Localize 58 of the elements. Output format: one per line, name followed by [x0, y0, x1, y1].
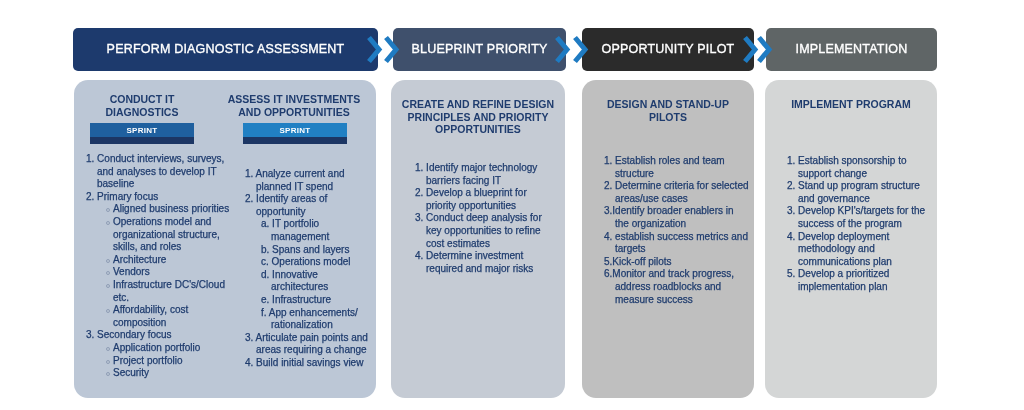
list-item: e. Infrastructure [261, 293, 333, 307]
list-item: 4. Build initial savings view [245, 356, 365, 370]
panel-heading: IMPLEMENT PROGRAM [790, 98, 912, 111]
list-item: Operations model and organizational structure, skills, and roles [113, 215, 221, 254]
panel-heading: DESIGN AND STAND-UP PILOTS [606, 98, 730, 123]
list-item: 1. Establish sponsorship to support change [787, 155, 908, 181]
list-item: c. Operations model [261, 256, 352, 269]
sprint-bar [243, 123, 347, 144]
list-item: f. App enhancements/ rationalization [261, 306, 359, 332]
list-item: Vendors [113, 266, 151, 279]
phase-title: OPPORTUNITY PILOT [601, 42, 735, 57]
list-item: 1. Establish roles and team structure [604, 155, 726, 181]
phase-panel [765, 80, 937, 398]
list-item: 3. Develop KPI's/targets for the success of the program [787, 205, 927, 231]
panel-heading: ASSESS IT INVESTMENTS AND OPPORTUNITIES [226, 93, 362, 118]
sprint-label: SPRINT [279, 126, 311, 135]
chevron-arrow [742, 35, 773, 64]
sprint-label: SPRINT [126, 126, 158, 135]
panel-heading: CREATE AND REFINE DESIGN PRINCIPLES AND PRIORITY OPPORTUNITIES [400, 98, 556, 136]
list-item: 1. Conduct interviews, surveys, and analyses to develop IT baseline [86, 153, 226, 191]
list-item: Security [113, 367, 151, 380]
list-item: Aligned business priorities [113, 203, 231, 216]
list-item: b. Spans and layers [261, 243, 351, 257]
phase-panel [582, 80, 754, 398]
list-item: 4. Develop deployment methodology and communications plan [787, 230, 893, 269]
list-item: 4. establish success metrics and targets [604, 230, 749, 256]
list-item: 6.Monitor and track progress, address roadblocks and measure success [604, 268, 736, 307]
list-item: 2. Develop a blueprint for priority opportunities [415, 187, 528, 213]
list-item: 5. Develop a prioritized implementation plan [787, 268, 891, 294]
chevron-arrow [554, 35, 589, 64]
list-item: 3. Secondary focus [86, 329, 173, 342]
list-item: Affordability, cost composition [113, 304, 190, 330]
list-item: 5.Kick-off pilots [604, 255, 673, 269]
list-item: 3. Articulate pain points and areas requiring a change [245, 331, 369, 357]
list-item: 2. Primary focus [86, 190, 160, 204]
sprint-bar [90, 123, 194, 144]
list-item: Application portfolio [113, 341, 202, 355]
chevron-arrow [366, 35, 400, 64]
list-item: 2. Determine criteria for selected areas/use cases [604, 180, 750, 206]
list-item: 2. Stand up program structure and governance [787, 180, 921, 206]
phase-banner [766, 28, 937, 71]
phase-banner [73, 28, 378, 71]
panel-heading: CONDUCT IT DIAGNOSTICS [104, 93, 180, 118]
phase-title: BLUEPRINT PRIORITY [411, 42, 548, 57]
phase-title: PERFORM DIAGNOSTIC ASSESSMENT [106, 42, 345, 57]
list-item: Architecture [113, 253, 168, 267]
list-item: 1. Analyze current and planned IT spend [245, 168, 346, 194]
list-item: Infrastructure DC's/Cloud etc. [113, 278, 226, 305]
phase-panel [74, 80, 376, 398]
phase-banner [582, 28, 754, 71]
list-item: 3.Identify broader enablers in the organization [604, 205, 735, 231]
phase-panel [391, 80, 565, 398]
phase-title: IMPLEMENTATION [795, 42, 908, 57]
phase-banner [393, 28, 566, 71]
list-item: Project portfolio [113, 354, 184, 368]
list-item: 3. Conduct deep analysis for key opportunities to refine cost estimates [415, 212, 543, 251]
list-item: 1. Identify major technology barriers facing IT [415, 162, 539, 188]
list-item: 4. Determine investment required and major risks [415, 250, 535, 276]
